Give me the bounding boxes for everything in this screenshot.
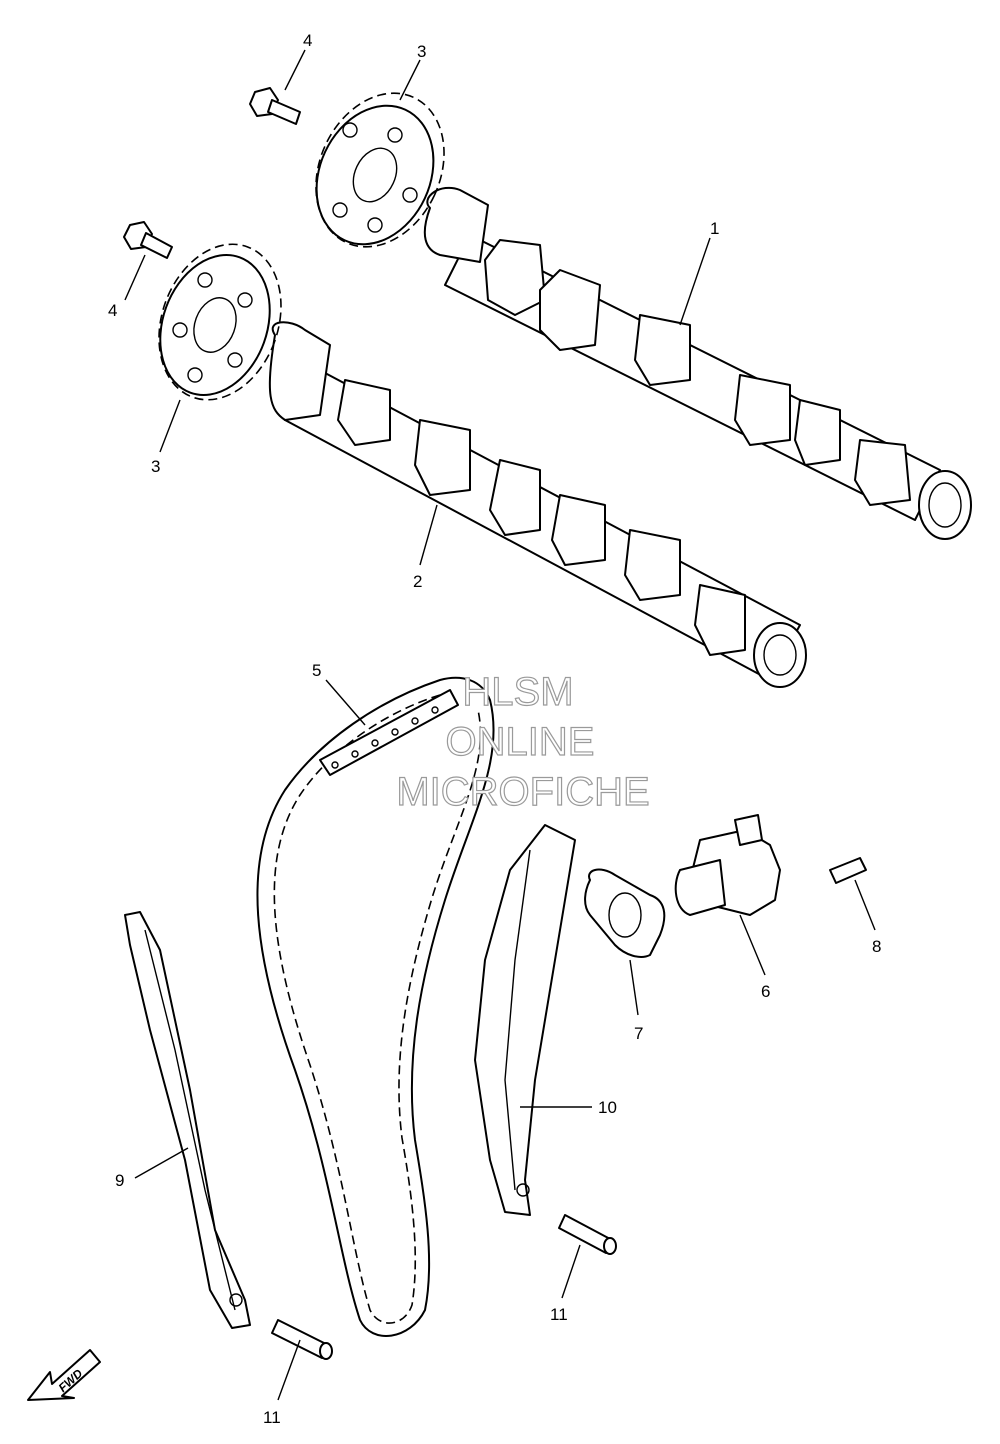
cam-sprocket-lower[interactable]	[138, 227, 302, 417]
sprocket-bolt-lower[interactable]	[123, 221, 173, 259]
callout-guide-left: 9	[115, 1171, 124, 1190]
tensioner-gasket[interactable]	[584, 868, 666, 958]
callout-pin-right: 11	[550, 1305, 568, 1324]
callout-sprocket-lower: 3	[151, 457, 160, 476]
callout-gasket: 7	[634, 1024, 643, 1043]
callout-guide-right: 10	[598, 1098, 617, 1117]
tensioner-bolt[interactable]	[829, 857, 867, 884]
chain-guide-right[interactable]	[474, 824, 576, 1216]
callout-camshaft-2: 2	[413, 572, 422, 591]
watermark-line-2: ONLINE	[446, 720, 595, 764]
camshaft-2[interactable]	[268, 321, 807, 688]
watermark-line-1: HLSM	[462, 670, 573, 714]
cam-sprocket-upper[interactable]	[292, 72, 468, 268]
dowel-pin-right[interactable]	[558, 1214, 617, 1255]
leader-lines	[124, 49, 876, 1401]
callout-pin-left: 11	[263, 1408, 281, 1427]
chain-guide-left[interactable]	[124, 911, 251, 1329]
callout-sprocket-upper: 3	[417, 42, 426, 61]
watermark: HLSM ONLINE MICROFICHE	[396, 669, 651, 814]
sprocket-bolt-upper[interactable]	[249, 87, 301, 125]
watermark-line-3: MICROFICHE	[396, 770, 649, 814]
cam-chain-tensioner[interactable]	[674, 814, 781, 916]
camshaft-1[interactable]	[423, 187, 972, 540]
callout-tensioner-bolt: 8	[872, 937, 881, 956]
callout-bolt-lower: 4	[108, 301, 117, 320]
dowel-pin-left[interactable]	[271, 1319, 333, 1360]
callout-tensioner: 6	[761, 982, 770, 1001]
fwd-arrow-icon: FWD	[27, 1349, 101, 1401]
callout-camshaft-1: 1	[710, 219, 719, 238]
callout-bolt-upper: 4	[303, 31, 312, 50]
timing-chain[interactable]	[256, 676, 495, 1337]
callout-chain: 5	[312, 661, 321, 680]
